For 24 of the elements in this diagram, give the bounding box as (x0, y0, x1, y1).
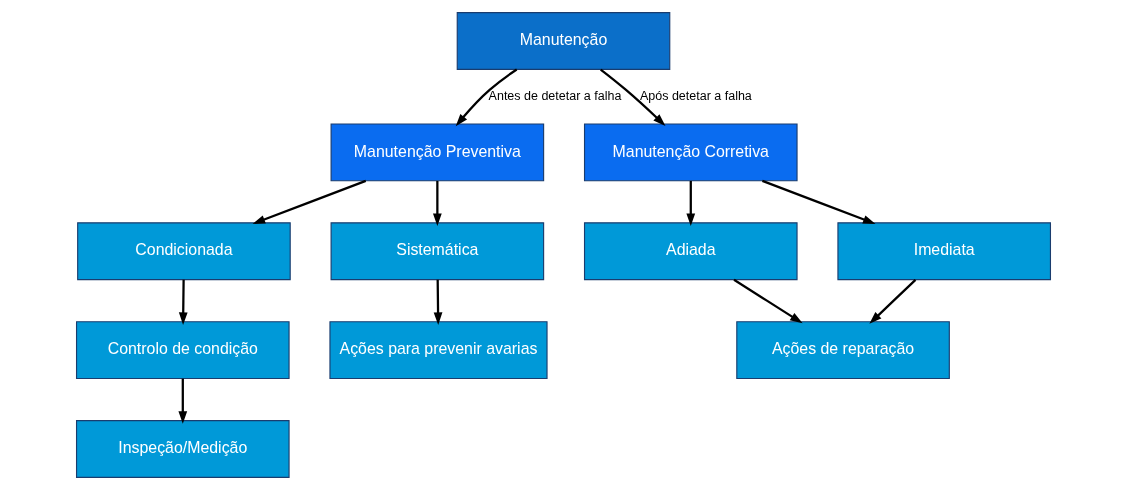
node-box: Condicionada (77, 222, 291, 281)
arrow (432, 180, 442, 227)
arrow (869, 279, 917, 324)
arrow (455, 68, 518, 127)
node-box: Adiada (583, 222, 798, 281)
arrow (178, 279, 188, 325)
node-box: Inspeção/Medição (76, 420, 290, 478)
node-box: Manutenção Preventiva (330, 123, 545, 182)
arrow (600, 68, 666, 127)
arrow (733, 278, 803, 324)
arrow (761, 179, 876, 224)
arrow (252, 179, 367, 224)
node-box: Ações de reparação (736, 321, 950, 380)
node-box: Ações para prevenir avarias (329, 321, 548, 380)
node-box: Controlo de condição (76, 321, 290, 380)
node-box: Manutenção Corretiva (583, 123, 798, 182)
arrow (686, 180, 696, 227)
edge-label: Após detetar a falha (639, 88, 752, 103)
edge-label: Antes de detetar a falha (488, 88, 622, 103)
arrow (178, 378, 188, 424)
arrow (433, 279, 443, 325)
node-box: Manutenção (456, 12, 671, 70)
node-box: Sistemática (330, 222, 545, 281)
node-box: Imediata (837, 222, 1051, 281)
